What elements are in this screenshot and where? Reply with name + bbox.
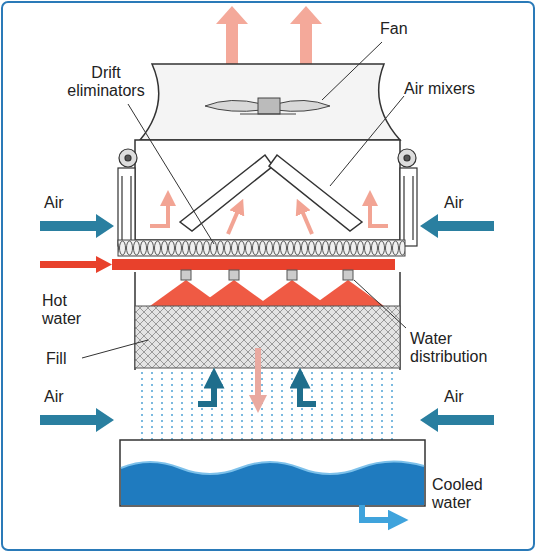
falling-water xyxy=(351,372,353,440)
leader-lines xyxy=(322,42,382,100)
air-inlet-arrows xyxy=(40,214,494,432)
leader-lines xyxy=(128,104,214,244)
exhaust-arrows xyxy=(290,6,322,72)
falling-water xyxy=(341,372,343,440)
falling-water xyxy=(281,372,283,440)
motor-units xyxy=(119,149,137,167)
cold-water-basin xyxy=(121,461,424,474)
part-label: Water distribution xyxy=(410,330,522,367)
falling-water xyxy=(291,372,293,440)
falling-water xyxy=(161,372,163,440)
cold-water-basin xyxy=(121,461,424,505)
air-mixers xyxy=(180,155,362,231)
falling-water xyxy=(391,372,393,440)
air-inlet-arrows xyxy=(420,408,494,432)
fan-housing xyxy=(258,98,280,114)
hot-water-pipe xyxy=(40,256,112,273)
spray-nozzles xyxy=(198,280,270,306)
falling-water xyxy=(371,372,373,440)
rising-air-arrows xyxy=(150,198,168,226)
spray-nozzles xyxy=(312,280,384,306)
falling-water xyxy=(381,372,383,440)
fan-housing xyxy=(276,100,330,111)
air-mixers xyxy=(180,155,273,231)
flow-label: Hot water xyxy=(42,292,92,329)
falling-water xyxy=(231,372,233,440)
flow-label: Air xyxy=(44,194,84,212)
falling-water xyxy=(181,372,183,440)
hot-water-pipe xyxy=(40,256,395,273)
cold-water-basin xyxy=(120,440,425,520)
drift-eliminator-band xyxy=(118,240,405,256)
falling-water xyxy=(331,372,333,440)
inner-airflow-arrows xyxy=(198,348,316,404)
rising-air-arrows xyxy=(370,198,388,226)
falling-water xyxy=(271,372,273,440)
falling-water xyxy=(151,372,153,440)
exhaust-arrows xyxy=(216,6,248,72)
motor-units xyxy=(121,176,122,240)
spray-nozzles xyxy=(150,270,384,306)
air-inlet-arrows xyxy=(40,408,114,432)
fan-housing xyxy=(240,114,296,115)
motor-units xyxy=(404,155,410,161)
flow-label: Air xyxy=(444,388,484,406)
spray-nozzles xyxy=(287,270,297,280)
part-label: Air mixers xyxy=(404,80,524,98)
motor-units xyxy=(400,168,417,246)
fan-housing xyxy=(140,64,400,140)
falling-water xyxy=(221,372,223,440)
air-inlet-arrows xyxy=(40,214,114,238)
fan-housing xyxy=(140,64,400,140)
leader-lines xyxy=(354,280,406,328)
falling-water xyxy=(321,372,323,440)
falling-water xyxy=(191,372,193,440)
air-inlet-arrows xyxy=(420,214,494,238)
motor-units xyxy=(118,149,417,246)
falling-water xyxy=(251,372,253,440)
spray-nozzles xyxy=(256,280,328,306)
tower-casing xyxy=(135,140,400,240)
part-label: Fill xyxy=(46,350,86,368)
fill-media xyxy=(135,306,400,368)
inner-airflow-arrows xyxy=(198,378,214,404)
motor-units xyxy=(412,176,413,240)
motor-units xyxy=(125,155,131,161)
motor-units xyxy=(403,176,404,240)
falling-water xyxy=(261,372,263,440)
cold-water-basin xyxy=(120,440,425,506)
rising-air-arrows xyxy=(300,206,312,234)
spray-nozzles xyxy=(229,270,239,280)
hot-water-pipe xyxy=(112,259,395,270)
leader-lines xyxy=(82,340,148,358)
inner-airflow-arrows xyxy=(255,348,261,404)
motor-units xyxy=(118,168,135,246)
flow-label: Air xyxy=(444,194,484,212)
cold-water-basin xyxy=(362,505,398,520)
falling-water xyxy=(361,372,363,440)
air-mixers xyxy=(269,155,362,231)
falling-water xyxy=(142,372,392,440)
inner-airflow-arrows xyxy=(300,378,316,404)
leader-lines xyxy=(330,96,404,186)
spray-nozzles xyxy=(343,270,353,280)
exhaust-arrows xyxy=(216,6,322,72)
motor-units xyxy=(398,149,416,167)
flow-label: Cooled water xyxy=(432,476,508,513)
part-label: Fan xyxy=(380,20,420,38)
falling-water xyxy=(141,372,143,440)
rising-air-arrows xyxy=(150,198,388,234)
spray-nozzles xyxy=(181,270,191,280)
rising-air-arrows xyxy=(228,206,240,234)
falling-water xyxy=(241,372,243,440)
motor-units xyxy=(130,176,131,240)
flow-label: Air xyxy=(44,388,84,406)
fan-housing xyxy=(205,100,262,111)
part-label: Drift eliminators xyxy=(58,64,154,101)
falling-water xyxy=(171,372,173,440)
